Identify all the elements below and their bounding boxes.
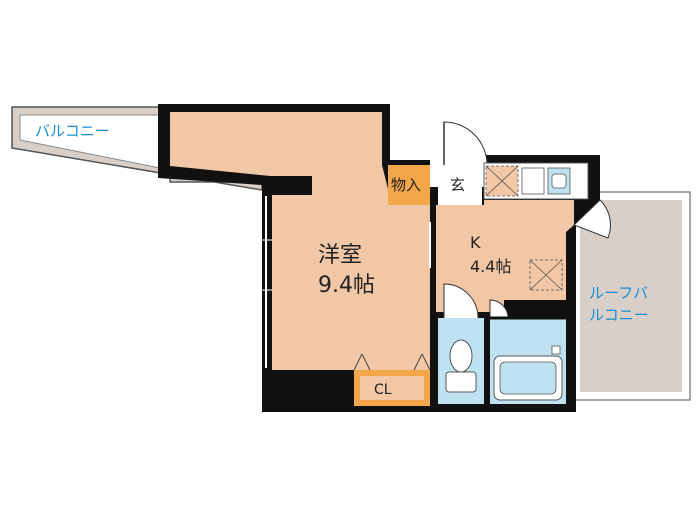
entrance: 玄	[438, 121, 488, 205]
roof-balcony-label-line1: ルーフバ	[589, 284, 648, 302]
kitchen: K 4.4帖	[430, 162, 612, 312]
closet-label: CL	[374, 382, 392, 398]
storage: 物入	[388, 165, 430, 205]
western-room-size: 9.4帖	[318, 273, 375, 298]
roof-balcony-label-line2: ルコニー	[589, 306, 649, 324]
toilet-room	[438, 283, 488, 404]
western-room: 洋室 9.4帖	[170, 112, 430, 370]
balcony: バルコニー	[11, 106, 263, 191]
kitchen-size: 4.4帖	[470, 257, 511, 276]
entrance-label: 玄	[450, 176, 465, 194]
storage-label: 物入	[391, 176, 421, 194]
bathroom	[489, 299, 566, 404]
western-room-name: 洋室	[318, 243, 362, 268]
kitchen-name: K	[470, 233, 481, 252]
closet: CL	[353, 353, 431, 406]
balcony-label: バルコニー	[35, 122, 110, 140]
